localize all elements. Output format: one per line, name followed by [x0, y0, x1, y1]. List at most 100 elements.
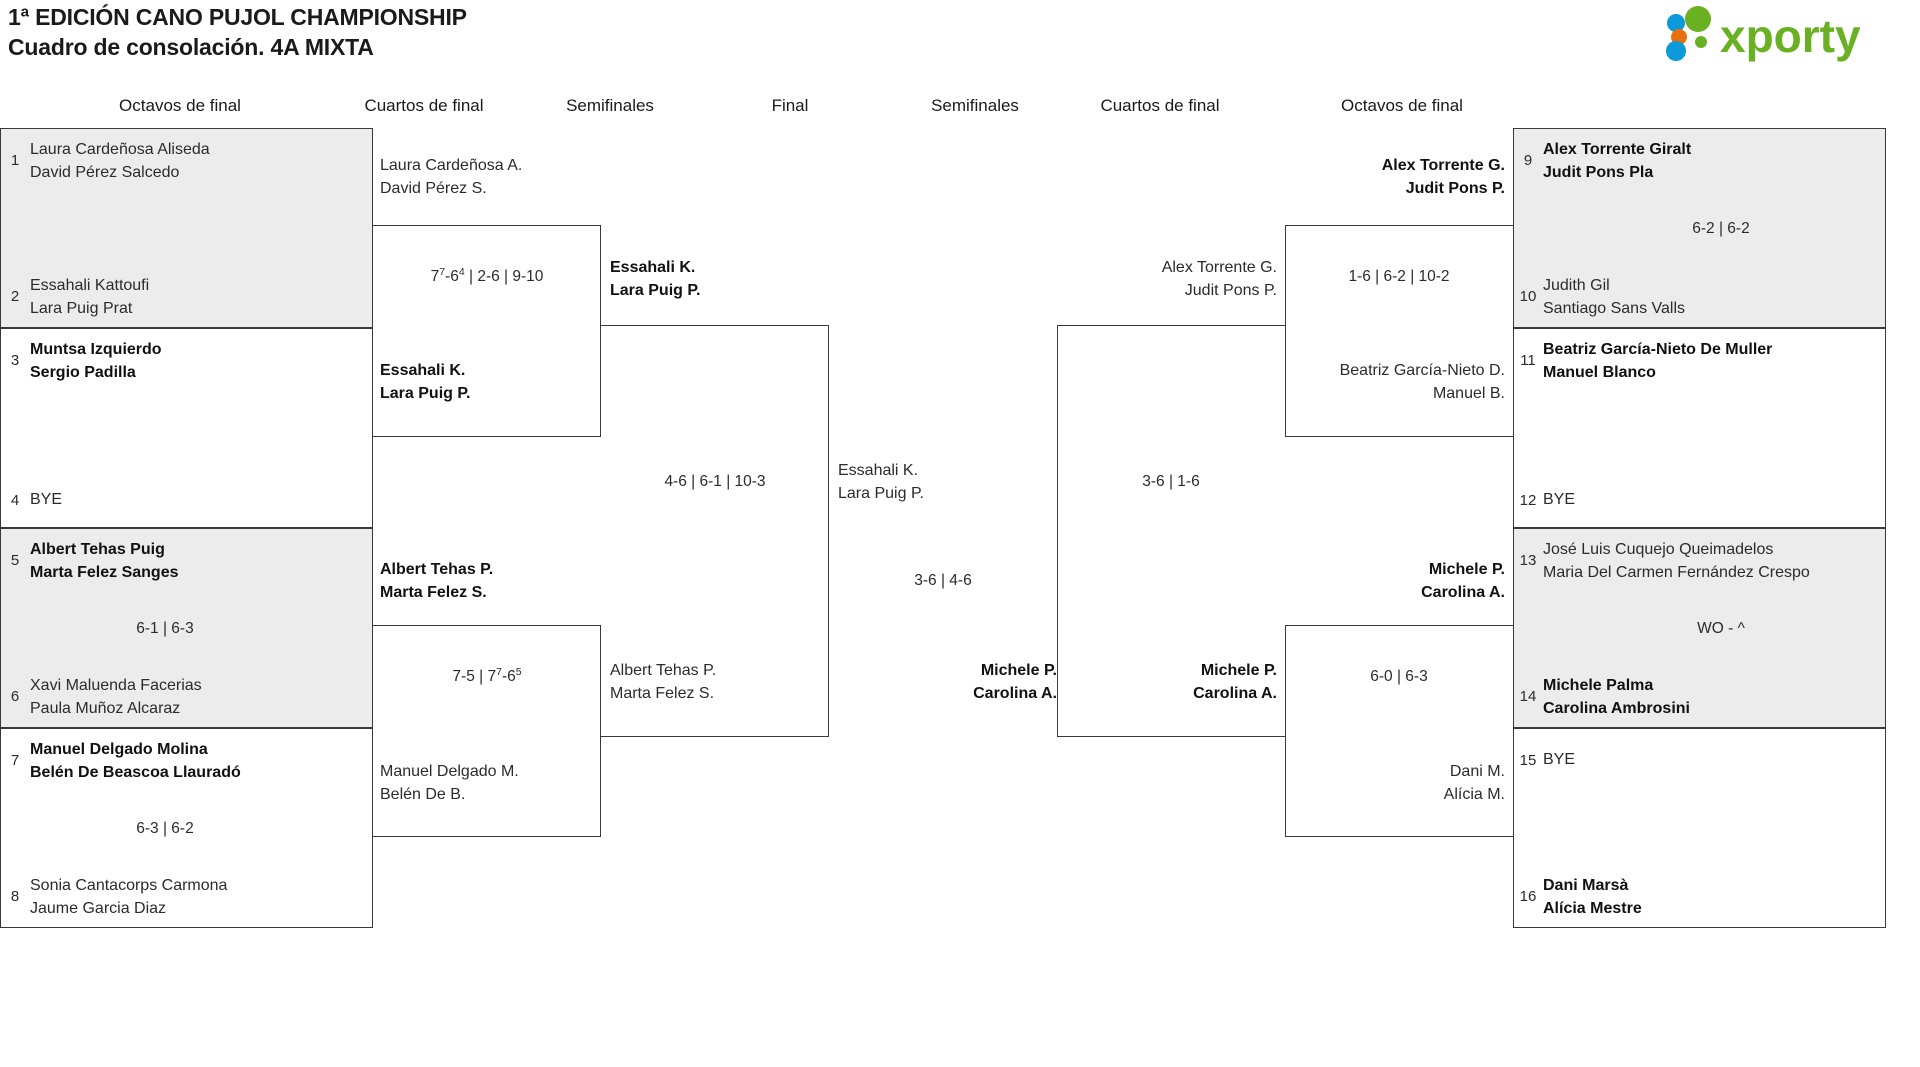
player-name: Marta Felez S. [610, 685, 715, 702]
player-name: Xavi Maluenda Facerias [30, 677, 202, 694]
seed-number: 7 [10, 752, 20, 769]
player-name: Judit Pons P. [1184, 282, 1277, 299]
player-name: Alícia M. [1443, 786, 1505, 803]
match-score: 6-0 | 6-3 [1370, 668, 1428, 685]
connector-left-qf-1 [373, 225, 601, 437]
player-name: Beatriz García-Nieto D. [1339, 362, 1505, 379]
player-name: Judit Pons Pla [1543, 164, 1654, 181]
seed-number: 10 [1519, 288, 1537, 305]
player-name: Alícia Mestre [1543, 900, 1642, 917]
bye-label: BYE [1543, 751, 1576, 768]
player-name: Dani M. [1449, 763, 1505, 780]
player-name: Michele P. [1200, 662, 1277, 679]
seed-number: 3 [10, 352, 20, 369]
player-name: Manuel Blanco [1543, 364, 1656, 381]
match-score: 6-2 | 6-2 [1692, 220, 1750, 237]
player-name: José Luis Cuquejo Queimadelos [1543, 541, 1774, 558]
round-header-final: Final [771, 96, 809, 115]
final-score: 3-6 | 4-6 [914, 572, 972, 589]
match-box-right-4[interactable] [1513, 728, 1886, 928]
player-name: Judit Pons P. [1405, 180, 1505, 197]
player-name: Muntsa Izquierdo [30, 341, 162, 358]
round-header-right-sf: Semifinales [931, 96, 1019, 115]
match-score-text: 77-64 | 2-6 | 9-10 [430, 265, 544, 285]
match-score: 4-6 | 6-1 | 10-3 [664, 473, 766, 490]
player-name: Alex Torrente G. [1381, 157, 1505, 174]
seed-number: 15 [1519, 752, 1537, 769]
round-header-right-qf: Cuartos de final [1100, 96, 1220, 115]
seed-number: 4 [10, 492, 20, 509]
match-score: 1-6 | 6-2 | 10-2 [1348, 268, 1450, 285]
finalist-name: Michele P. [980, 662, 1057, 679]
player-name: Michele Palma [1543, 677, 1654, 694]
bye-label: BYE [30, 491, 63, 508]
player-name: Marta Felez S. [380, 584, 487, 601]
svg-text:xporty: xporty [1720, 10, 1861, 62]
round-header-left-r16: Octavos de final [119, 96, 241, 115]
connector-left-sf [601, 325, 829, 737]
match-score: 3-6 | 1-6 [1142, 473, 1200, 490]
match-box-right-2[interactable] [1513, 328, 1886, 528]
match-box-left-1[interactable] [0, 128, 373, 328]
seed-number: 9 [1523, 152, 1533, 169]
player-name: Alex Torrente G. [1161, 259, 1277, 276]
match-box-right-3[interactable] [1513, 528, 1886, 728]
player-name: Jaume Garcia Diaz [30, 900, 167, 917]
player-name: Manuel Delgado Molina [30, 741, 208, 758]
player-name: Dani Marsà [1543, 877, 1629, 894]
xporty-logo: xporty [1660, 6, 1910, 62]
title-line-1: 1ª EDICIÓN CANO PUJOL CHAMPIONSHIP [8, 4, 467, 30]
player-name: Carolina A. [1421, 584, 1505, 601]
player-name: Maria Del Carmen Fernández Crespo [1543, 564, 1810, 581]
seed-number: 11 [1520, 352, 1536, 369]
player-name: Manuel B. [1432, 385, 1505, 402]
player-name: Marta Felez Sanges [30, 564, 179, 581]
seed-number: 16 [1519, 888, 1537, 905]
seed-number: 2 [10, 288, 20, 305]
player-name: Belén De B. [380, 786, 466, 803]
player-name: Beatriz García-Nieto De Muller [1543, 341, 1773, 358]
seed-number: 8 [10, 888, 20, 905]
page-title: 1ª EDICIÓN CANO PUJOL CHAMPIONSHIP Cuadr… [8, 2, 467, 62]
player-name: Sergio Padilla [30, 364, 136, 381]
match-score: 7-5 | 77-65 [373, 665, 601, 686]
player-name: Sonia Cantacorps Carmona [30, 877, 228, 894]
seed-number: 14 [1519, 688, 1537, 705]
finalist-name: Carolina A. [973, 685, 1057, 702]
bye-label: BYE [1543, 491, 1576, 508]
player-name: Michele P. [1428, 561, 1505, 578]
match-box-left-3[interactable] [0, 528, 373, 728]
player-name: Paula Muñoz Alcaraz [30, 700, 181, 717]
player-name: Essahali K. [380, 362, 466, 379]
title-line-2: Cuadro de consolación. 4A MIXTA [8, 34, 374, 60]
seed-number: 13 [1519, 552, 1537, 569]
connector-left-qf-2 [373, 625, 601, 837]
seed-number: 1 [10, 152, 20, 169]
seed-number: 6 [10, 688, 20, 705]
player-name: Albert Tehas Puig [30, 541, 165, 558]
player-name: David Pérez Salcedo [30, 164, 180, 181]
seed-number: 5 [10, 552, 20, 569]
finalist-name: Essahali K. [838, 462, 919, 479]
match-box-left-4[interactable] [0, 728, 373, 928]
round-header-left-qf: Cuartos de final [364, 96, 484, 115]
player-name: Lara Puig P. [610, 282, 701, 299]
round-header-left-sf: Semifinales [566, 96, 654, 115]
player-name: Laura Cardeñosa Aliseda [30, 141, 210, 158]
match-score: 77-64 | 2-6 | 9-10 [373, 265, 601, 286]
match-box-right-1[interactable] [1513, 128, 1886, 328]
match-box-left-2[interactable] [0, 328, 373, 528]
finalist-name: Lara Puig P. [838, 485, 924, 502]
player-name: Albert Tehas P. [380, 561, 494, 578]
xporty-logo-svg: xporty [1666, 6, 1861, 62]
player-name: Carolina Ambrosini [1543, 700, 1690, 717]
round-header-right-r16: Octavos de final [1341, 96, 1463, 115]
seed-number: 12 [1519, 492, 1537, 509]
connector-right-qf-2 [1285, 625, 1513, 837]
player-name: Essahali K. [610, 259, 696, 276]
match-score: 6-1 | 6-3 [136, 620, 194, 637]
match-score-text: 7-5 | 77-65 [452, 665, 522, 685]
player-name: Judith Gil [1543, 277, 1610, 294]
player-name: Lara Puig P. [380, 385, 471, 402]
